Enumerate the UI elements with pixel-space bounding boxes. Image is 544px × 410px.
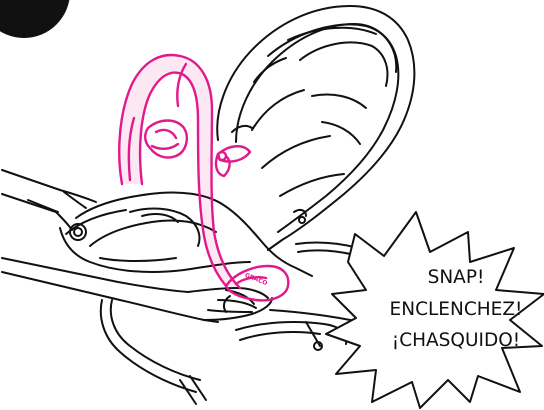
seat-back-inner [236,24,398,232]
right-hand [188,288,272,320]
callout-line-snap: SNAP! [368,269,544,288]
hanging-toy [145,121,187,158]
seat-base [76,192,312,276]
wire-frame-front [101,300,196,392]
callout-line-chasquido: ¡CHASQUIDO! [368,332,544,351]
callout-line-enclenchez: ENCLENCHEZ! [368,301,544,320]
step-number-badge [0,0,70,38]
left-forearm-upper [2,170,96,202]
wire-frame-rear [270,310,360,322]
left-forearm-lower [2,194,56,212]
